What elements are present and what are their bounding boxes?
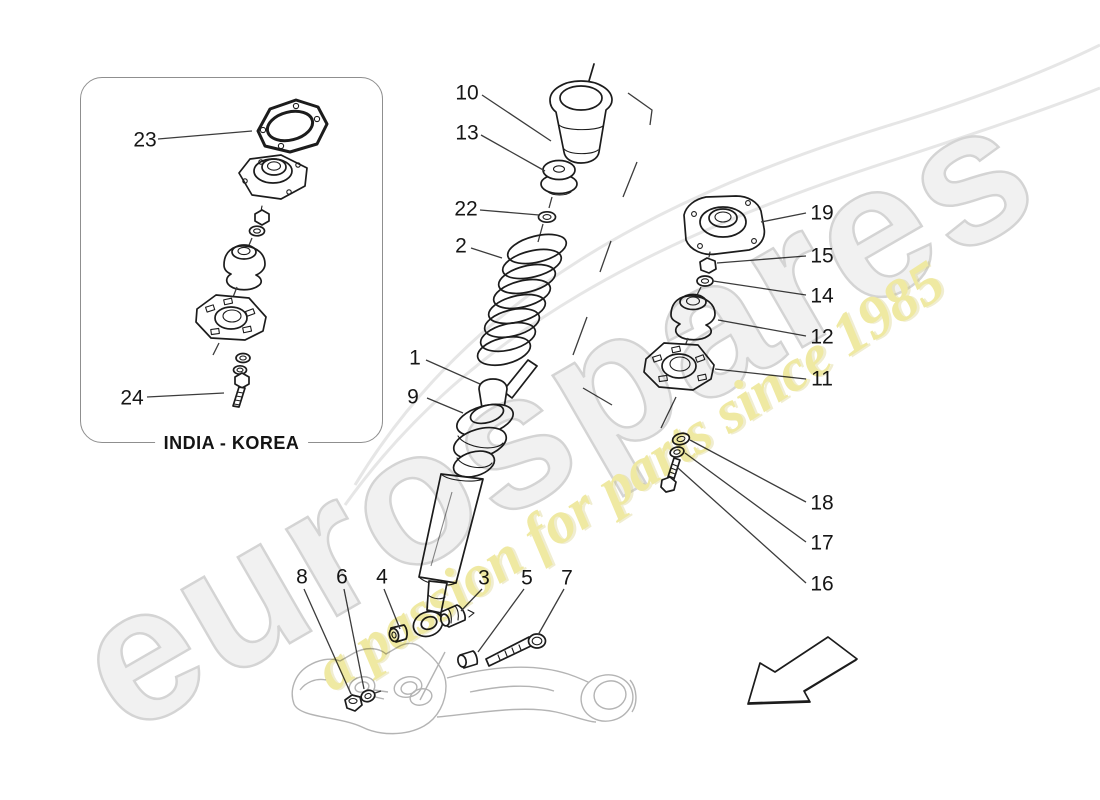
leader-line-24 (146, 392, 225, 398)
part-callout-24: 24 (120, 386, 144, 410)
inset-box-label: INDIA - KOREA (154, 433, 309, 454)
part-callout-23: 23 (133, 128, 157, 152)
part-callout-16: 16 (810, 572, 834, 596)
part-callout-4: 4 (376, 565, 388, 589)
part-callout-7: 7 (561, 566, 573, 590)
leader-line-5 (477, 588, 525, 653)
part-callout-10: 10 (455, 81, 479, 105)
direction-arrow-icon (747, 636, 858, 705)
part-callout-9: 9 (407, 385, 419, 409)
part-callout-1: 1 (409, 346, 421, 370)
part-callout-15: 15 (810, 244, 834, 268)
inset-assembly-artwork (195, 98, 329, 408)
leader-line-8 (303, 588, 352, 695)
subframe-artwork (291, 642, 637, 735)
part-callout-17: 17 (810, 531, 834, 555)
part-callout-13: 13 (455, 121, 479, 145)
leader-line-4 (383, 588, 401, 630)
part-callout-12: 12 (810, 325, 834, 349)
part-callout-5: 5 (521, 566, 533, 590)
part-callout-8: 8 (296, 565, 308, 589)
part-callout-19: 19 (810, 201, 834, 225)
part-callout-22: 22 (454, 197, 478, 221)
part-callout-2: 2 (455, 234, 467, 258)
leader-line-6 (343, 588, 365, 690)
leader-line-23 (157, 130, 253, 140)
leader-line-3 (460, 588, 483, 612)
part-callout-18: 18 (810, 491, 834, 515)
part-callout-14: 14 (810, 284, 834, 308)
part-callout-11: 11 (811, 367, 833, 391)
leader-line-7 (537, 588, 565, 636)
inset-box-india-korea: INDIA - KOREA (80, 77, 383, 454)
part-callout-3: 3 (478, 566, 490, 590)
part-callout-6: 6 (336, 565, 348, 589)
